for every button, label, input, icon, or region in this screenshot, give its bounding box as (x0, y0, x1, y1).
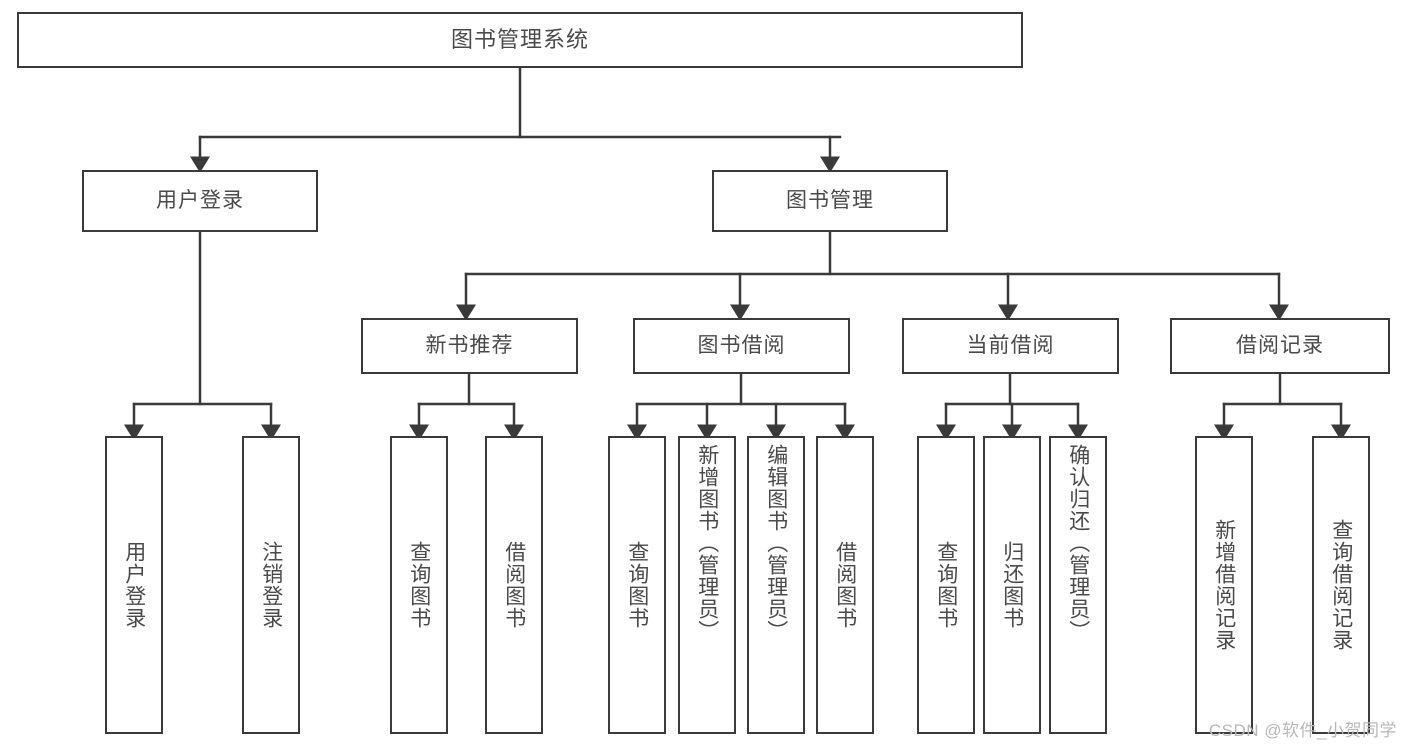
edge-group-user-login (124, 230, 281, 441)
node-current-borrow[interactable]: 当前借阅 (902, 318, 1119, 374)
leaf-add-book-admin[interactable]: 新增图书（管理员） (678, 436, 736, 734)
leaf-query-book-recommend[interactable]: 查询图书 (390, 436, 448, 734)
node-borrow-record[interactable]: 借阅记录 (1170, 318, 1390, 374)
node-current-borrow-label: 当前借阅 (966, 334, 1055, 358)
leaf-query-borrow-record[interactable]: 查询借阅记录 (1312, 436, 1370, 734)
leaf-query-book-recommend-label: 查询图书 (407, 541, 431, 629)
node-book-borrow-label: 图书借阅 (697, 334, 786, 358)
edge-group-book-borrow (627, 372, 855, 441)
leaf-user-login[interactable]: 用户登录 (105, 436, 163, 734)
leaf-query-book-borrow-label: 查询图书 (625, 541, 649, 629)
node-borrow-record-label: 借阅记录 (1236, 334, 1324, 358)
node-user-login-label: 用户登录 (156, 189, 244, 213)
leaf-edit-book-admin-label: 编辑图书（管理员） (764, 444, 788, 642)
node-root-label: 图书管理系统 (450, 26, 589, 52)
node-new-book-recommend[interactable]: 新书推荐 (361, 318, 578, 374)
node-book-manage-label: 图书管理 (786, 189, 874, 213)
leaf-return-book[interactable]: 归还图书 (983, 436, 1041, 734)
node-book-borrow[interactable]: 图书借阅 (633, 318, 850, 374)
edge-group-root (190, 66, 842, 173)
leaf-query-book-current[interactable]: 查询图书 (917, 436, 975, 734)
leaf-query-book-current-label: 查询图书 (934, 541, 958, 629)
csdn-watermark: CSDN @软件_小贺同学 (1208, 721, 1397, 740)
leaf-borrow-book-recommend-label: 借阅图书 (502, 541, 526, 629)
leaf-borrow-book-borrow[interactable]: 借阅图书 (816, 436, 874, 734)
node-new-book-recommend-label: 新书推荐 (425, 334, 514, 358)
node-root[interactable]: 图书管理系统 (17, 12, 1023, 68)
node-user-login[interactable]: 用户登录 (82, 170, 318, 232)
edge-group-book-manage (456, 230, 1289, 321)
leaf-add-borrow-record-label: 新增借阅记录 (1212, 519, 1236, 651)
leaf-query-book-borrow[interactable]: 查询图书 (608, 436, 666, 734)
leaf-confirm-return-admin[interactable]: 确认归还（管理员） (1049, 436, 1107, 734)
edge-group-new-book-rec (409, 372, 524, 441)
edge-group-current-borrow (936, 372, 1088, 441)
leaf-logout[interactable]: 注销登录 (242, 436, 300, 734)
edge-group-borrow-record (1214, 372, 1351, 441)
leaf-confirm-return-admin-label: 确认归还（管理员） (1066, 444, 1090, 642)
leaf-user-login-label: 用户登录 (122, 541, 146, 629)
leaf-edit-book-admin[interactable]: 编辑图书（管理员） (747, 436, 805, 734)
node-book-manage[interactable]: 图书管理 (712, 170, 948, 232)
leaf-query-borrow-record-label: 查询借阅记录 (1329, 519, 1353, 651)
leaf-borrow-book-recommend[interactable]: 借阅图书 (485, 436, 543, 734)
leaf-add-borrow-record[interactable]: 新增借阅记录 (1195, 436, 1253, 734)
leaf-add-book-admin-label: 新增图书（管理员） (695, 444, 719, 642)
leaf-return-book-label: 归还图书 (1000, 541, 1024, 629)
leaf-borrow-book-borrow-label: 借阅图书 (833, 541, 857, 629)
leaf-logout-label: 注销登录 (259, 541, 283, 629)
